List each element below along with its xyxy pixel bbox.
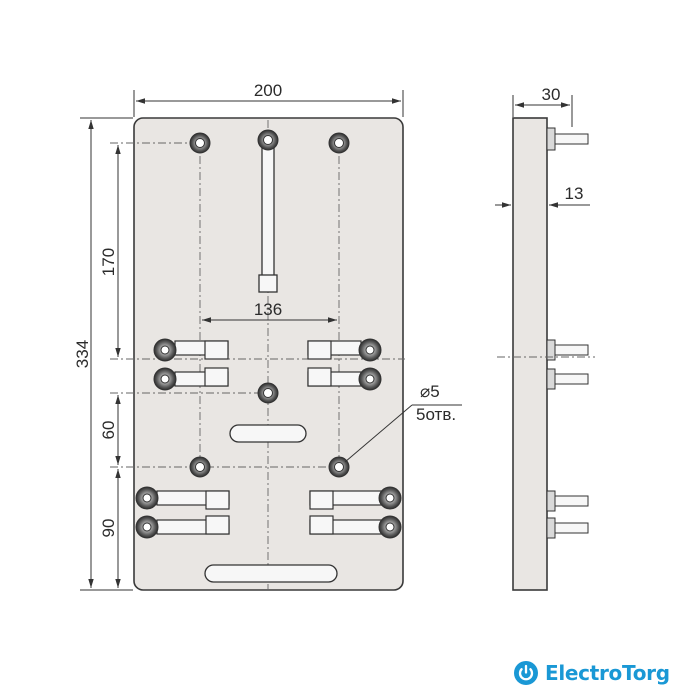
- mounting-hole: [334, 138, 344, 148]
- dim-mount-spacing: 136: [254, 300, 282, 319]
- mounting-hole: [195, 138, 205, 148]
- terminal-left-bottom-1: [135, 486, 230, 510]
- terminal-right-bottom-1: [309, 486, 402, 510]
- oblong-slot: [204, 564, 338, 583]
- terminal-right-bottom-2: [309, 515, 402, 539]
- stud: [546, 490, 589, 512]
- dim-stud-offset: 13: [565, 184, 584, 203]
- brand-logo: ElectroTorg: [513, 655, 670, 691]
- power-icon: [514, 661, 538, 685]
- brand-name: ElectroTorg: [545, 661, 670, 685]
- dim-width: 200: [254, 81, 282, 100]
- plate-side-profile: [512, 117, 548, 591]
- terminal-left-lower: [153, 367, 229, 391]
- stud: [546, 517, 589, 539]
- oblong-slot: [229, 424, 307, 443]
- side-dimension-lines: [495, 95, 590, 210]
- mounting-hole: [195, 462, 205, 472]
- front-view: [110, 117, 405, 591]
- dim-depth: 30: [542, 85, 561, 104]
- dim-height-middle: 60: [99, 421, 118, 440]
- stud: [546, 339, 589, 361]
- dim-height-total: 334: [73, 340, 92, 368]
- mounting-hole: [263, 388, 273, 398]
- terminal-left-bottom-2: [135, 515, 230, 539]
- terminal-right-upper: [307, 338, 382, 362]
- terminal-left-upper: [153, 338, 229, 362]
- dim-height-lower: 90: [99, 519, 118, 538]
- terminal-right-lower: [307, 367, 382, 391]
- dimension-lines: [80, 90, 462, 591]
- dim-hole-count: 5отв.: [416, 405, 456, 424]
- keyhole-slot: [257, 129, 279, 293]
- side-view: [497, 117, 595, 591]
- stud: [546, 127, 589, 151]
- dim-hole-diameter: ⌀5: [420, 382, 440, 401]
- mounting-hole: [334, 462, 344, 472]
- stud: [546, 368, 589, 390]
- dim-height-upper: 170: [99, 248, 118, 276]
